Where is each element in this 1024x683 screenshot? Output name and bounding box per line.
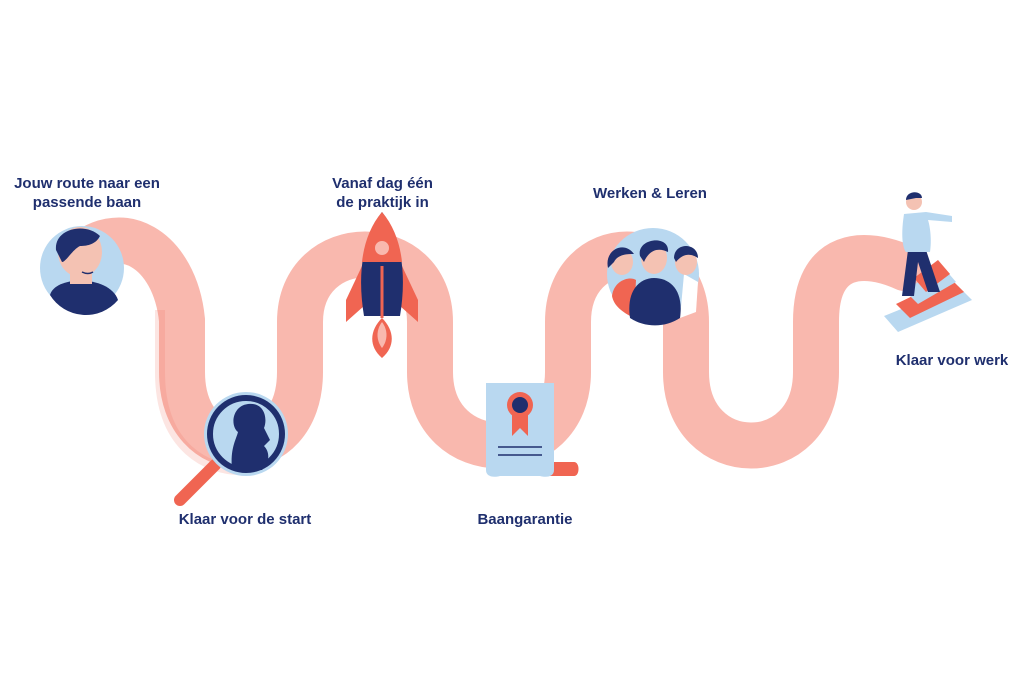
step-label-ready-for-work: Klaar voor werk: [895, 352, 1009, 369]
person-portrait-icon: [40, 226, 124, 316]
team-group-icon: [607, 228, 699, 326]
step-label-start-route: Jouw route naar een passende baan: [14, 175, 160, 211]
person-on-stairs-icon: [884, 192, 972, 332]
certificate-icon: [486, 383, 579, 477]
rocket-icon: [346, 212, 418, 358]
step-label-practice-day-one: Vanaf dag één de praktijk in: [332, 175, 433, 211]
step-label-ready-for-start: Klaar voor de start: [178, 511, 312, 528]
magnifying-glass-icon: [174, 392, 288, 506]
step-label-work-and-learn: Werken & Leren: [593, 185, 707, 202]
step-label-job-guarantee: Baangarantie: [477, 511, 573, 528]
